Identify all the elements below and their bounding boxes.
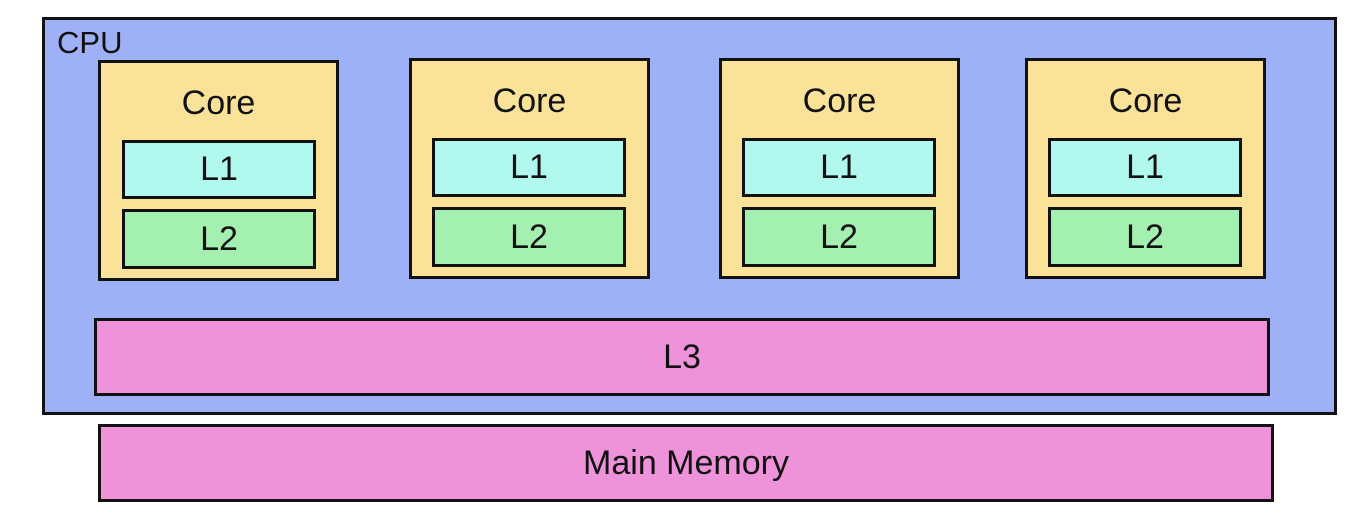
l3-cache: L3: [94, 318, 1270, 396]
l2-cache: L2: [122, 209, 316, 269]
core-label: Core: [492, 82, 567, 120]
core-label: Core: [181, 84, 256, 122]
core-label: Core: [802, 82, 877, 120]
l1-cache: L1: [1048, 138, 1242, 197]
l1-cache: L1: [742, 138, 936, 197]
cpu-label: CPU: [57, 25, 123, 60]
l1-cache: L1: [432, 138, 626, 197]
core-label: Core: [1108, 82, 1183, 120]
main-memory-box: Main Memory: [98, 424, 1274, 502]
l1-cache: L1: [122, 140, 316, 199]
l2-cache: L2: [432, 207, 626, 267]
l2-cache: L2: [1048, 207, 1242, 267]
l2-cache: L2: [742, 207, 936, 267]
